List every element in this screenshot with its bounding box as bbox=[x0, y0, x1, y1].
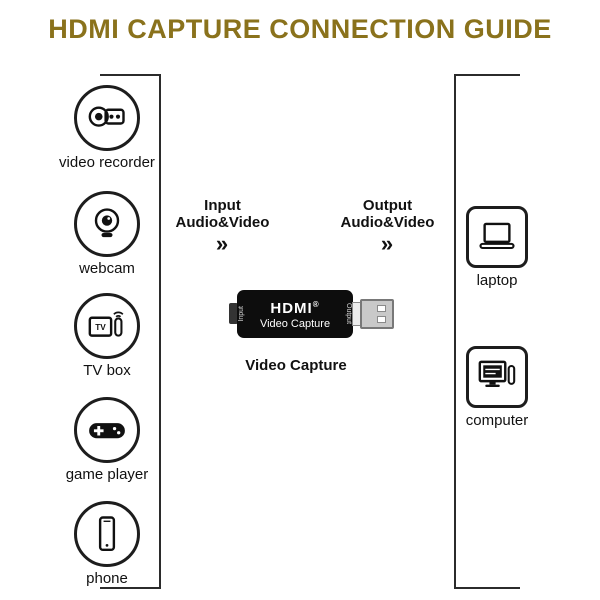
destination-label-laptop: laptop bbox=[476, 272, 518, 289]
source-label-game-player: game player bbox=[65, 466, 149, 483]
device-output-side-label: Output bbox=[345, 303, 352, 325]
input-line2: Audio&Video bbox=[175, 214, 270, 231]
source-label-video-recorder: video recorder bbox=[59, 154, 155, 171]
capture-device: HDMI® Video Capture Input Output bbox=[237, 290, 353, 338]
desktop-computer-icon bbox=[478, 360, 516, 387]
tv-box-icon: TV bbox=[88, 311, 124, 337]
input-arrows: » bbox=[215, 231, 230, 256]
source-tv-box: TV bbox=[74, 293, 140, 359]
device-caption: Video Capture bbox=[245, 357, 347, 374]
usb-slot-top bbox=[377, 305, 386, 312]
webcam-icon bbox=[94, 208, 120, 238]
phone-icon bbox=[98, 516, 116, 552]
usb-plug bbox=[360, 299, 394, 329]
source-webcam bbox=[74, 191, 140, 257]
source-label-phone: phone bbox=[86, 570, 128, 587]
output-line1: Output bbox=[362, 197, 413, 214]
source-phone bbox=[74, 501, 140, 567]
output-line2: Audio&Video bbox=[340, 214, 435, 231]
registered-mark: ® bbox=[312, 300, 320, 309]
source-video-recorder bbox=[74, 85, 140, 151]
output-flow-label: Output Audio&Video bbox=[320, 197, 455, 231]
source-label-tv-box: TV box bbox=[83, 362, 131, 379]
device-product-name: Video Capture bbox=[259, 318, 331, 330]
destination-laptop bbox=[466, 206, 528, 268]
input-flow-label: Input Audio&Video bbox=[155, 197, 290, 231]
svg-text:TV: TV bbox=[95, 323, 106, 332]
hdmi-port bbox=[229, 303, 238, 324]
destination-computer bbox=[466, 346, 528, 408]
camcorder-icon bbox=[88, 106, 125, 127]
output-arrows: » bbox=[380, 231, 395, 256]
input-line1: Input bbox=[204, 197, 241, 214]
device-input-side-label: Input bbox=[238, 306, 245, 322]
device-brand: HDMI® bbox=[270, 300, 320, 317]
source-label-webcam: webcam bbox=[79, 260, 135, 277]
page-title: HDMI CAPTURE CONNECTION GUIDE bbox=[48, 14, 552, 44]
destination-label-computer: computer bbox=[465, 412, 529, 429]
source-game-player bbox=[74, 397, 140, 463]
gamepad-icon bbox=[89, 423, 125, 439]
laptop-icon bbox=[479, 222, 515, 250]
usb-slot-bottom bbox=[377, 316, 386, 323]
